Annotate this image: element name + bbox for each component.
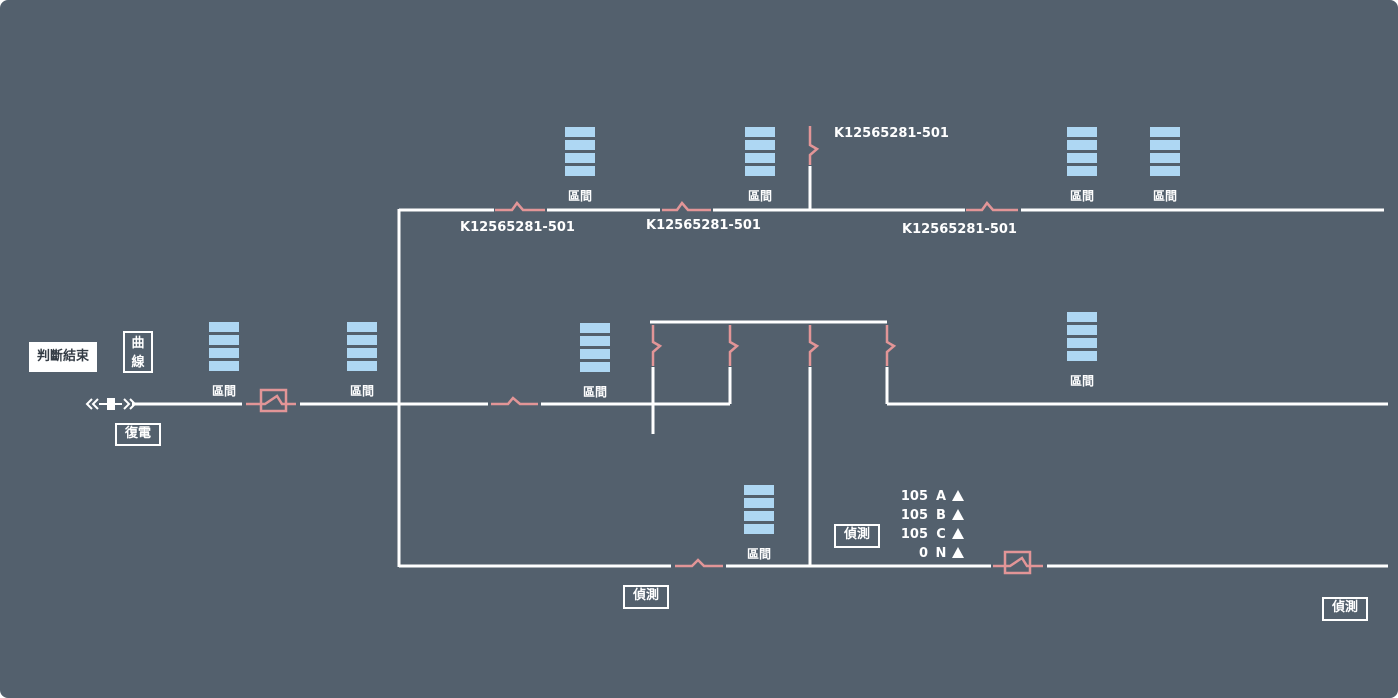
section-label: 區間	[1069, 189, 1094, 203]
section-label: 區間	[582, 385, 607, 399]
switch-symbol	[675, 558, 723, 568]
triangle-up-icon	[952, 490, 964, 501]
detect-button[interactable]: 偵測	[623, 585, 669, 609]
phase-label: C	[936, 527, 946, 542]
measurement-value: 105	[900, 527, 928, 542]
section-label: 區間	[747, 189, 772, 203]
judgement-end-badge: 判斷結束	[29, 342, 97, 372]
section-label: 區間	[349, 384, 374, 398]
section-block[interactable]: 區間	[745, 127, 775, 203]
phase-label: A	[935, 489, 947, 504]
measurement-row: 105 A	[900, 488, 964, 507]
switch-id-label: K12565281-501	[902, 222, 1017, 237]
triangle-up-icon	[952, 528, 964, 539]
section-block[interactable]: 區間	[347, 322, 377, 398]
section-block[interactable]: 區間	[565, 127, 595, 203]
restore-arrow-icon	[85, 398, 137, 410]
switch-id-label: K12565281-501	[646, 218, 761, 233]
section-label: 區間	[567, 189, 592, 203]
switch-id-label: K12565281-501	[834, 126, 949, 141]
breaker-symbol	[259, 388, 288, 413]
measurement-row: 105 B	[900, 507, 964, 526]
section-label: 區間	[211, 384, 236, 398]
section-block[interactable]: 區間	[1067, 127, 1097, 203]
switch-symbol	[966, 200, 1018, 212]
switch-symbol	[728, 325, 740, 366]
switch-symbol	[495, 200, 545, 212]
measurement-value: 0	[918, 546, 928, 561]
phase-label: B	[936, 508, 946, 523]
switch-symbol	[651, 325, 663, 366]
triangle-up-icon	[952, 509, 964, 520]
switch-symbol	[491, 396, 538, 406]
breaker-symbol	[1003, 550, 1032, 575]
measurement-value: 105	[900, 489, 928, 504]
section-block[interactable]: 區間	[744, 485, 774, 561]
measurement-value: 105	[900, 508, 928, 523]
switch-id-label: K12565281-501	[460, 220, 575, 235]
curve-badge: 曲線	[123, 331, 153, 373]
section-block[interactable]: 區間	[209, 322, 239, 398]
restore-power-badge[interactable]: 復電	[115, 423, 161, 446]
section-block[interactable]: 區間	[1150, 127, 1180, 203]
triangle-up-icon	[952, 547, 964, 558]
section-label: 區間	[746, 547, 771, 561]
detect-button[interactable]: 偵測	[834, 524, 880, 548]
switch-symbol	[808, 126, 820, 165]
phase-label: N	[935, 546, 947, 561]
measurement-row: 105 C	[900, 526, 964, 545]
section-block[interactable]: 區間	[580, 323, 610, 399]
section-block[interactable]: 區間	[1067, 312, 1097, 388]
section-label: 區間	[1069, 374, 1094, 388]
switch-symbol	[662, 200, 711, 212]
curve-badge-text: 曲線	[131, 336, 145, 370]
switch-symbol	[808, 325, 820, 366]
section-label: 區間	[1152, 189, 1177, 203]
detect-button[interactable]: 偵測	[1322, 597, 1368, 621]
switch-symbol	[885, 325, 897, 366]
